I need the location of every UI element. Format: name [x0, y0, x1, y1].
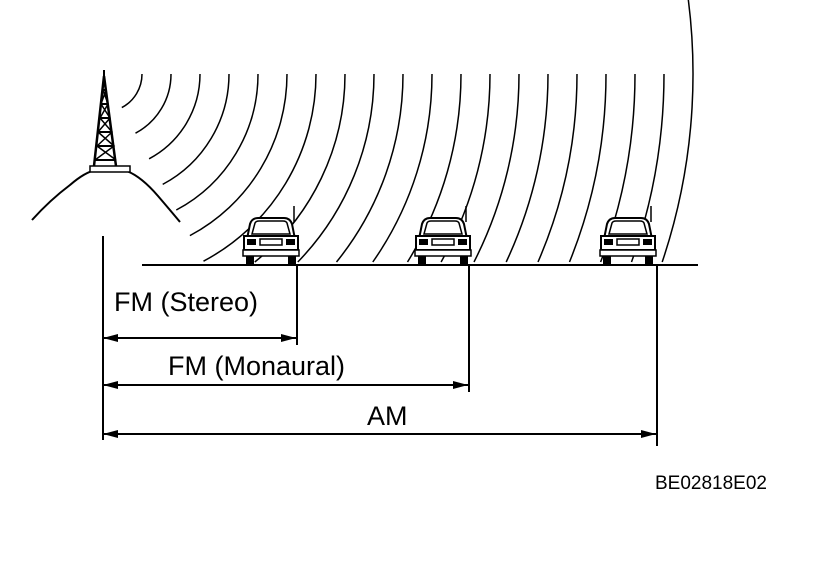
radio-wave-arc	[121, 73, 143, 109]
radio-tower-icon	[31, 70, 181, 223]
radio-wave-arc	[203, 73, 317, 262]
range-label-fm-stereo: FM (Stereo)	[114, 287, 258, 317]
radio-wave-arc	[661, 0, 694, 263]
car-icon	[414, 205, 472, 265]
car-icon	[599, 205, 657, 265]
radio-wave-arc	[135, 73, 172, 134]
radio-wave-arc	[335, 73, 404, 263]
range-label-fm-monaural: FM (Monaural)	[168, 351, 345, 381]
radio-wave-arc	[175, 73, 259, 211]
radio-wave-arc	[372, 73, 433, 263]
radio-wave-arc	[189, 73, 288, 237]
radio-wave-arc	[297, 73, 375, 263]
car-icon	[242, 205, 300, 265]
figure-code: BE02818E02	[655, 473, 767, 494]
radio-wave-arc	[537, 73, 578, 263]
radio-wave-arc	[505, 73, 549, 263]
radio-wave-arc	[568, 73, 607, 263]
radio-wave-arc	[162, 73, 230, 186]
radio-wave-arc	[473, 73, 520, 263]
range-label-am: AM	[367, 401, 408, 431]
radio-wave-arc	[148, 73, 201, 160]
